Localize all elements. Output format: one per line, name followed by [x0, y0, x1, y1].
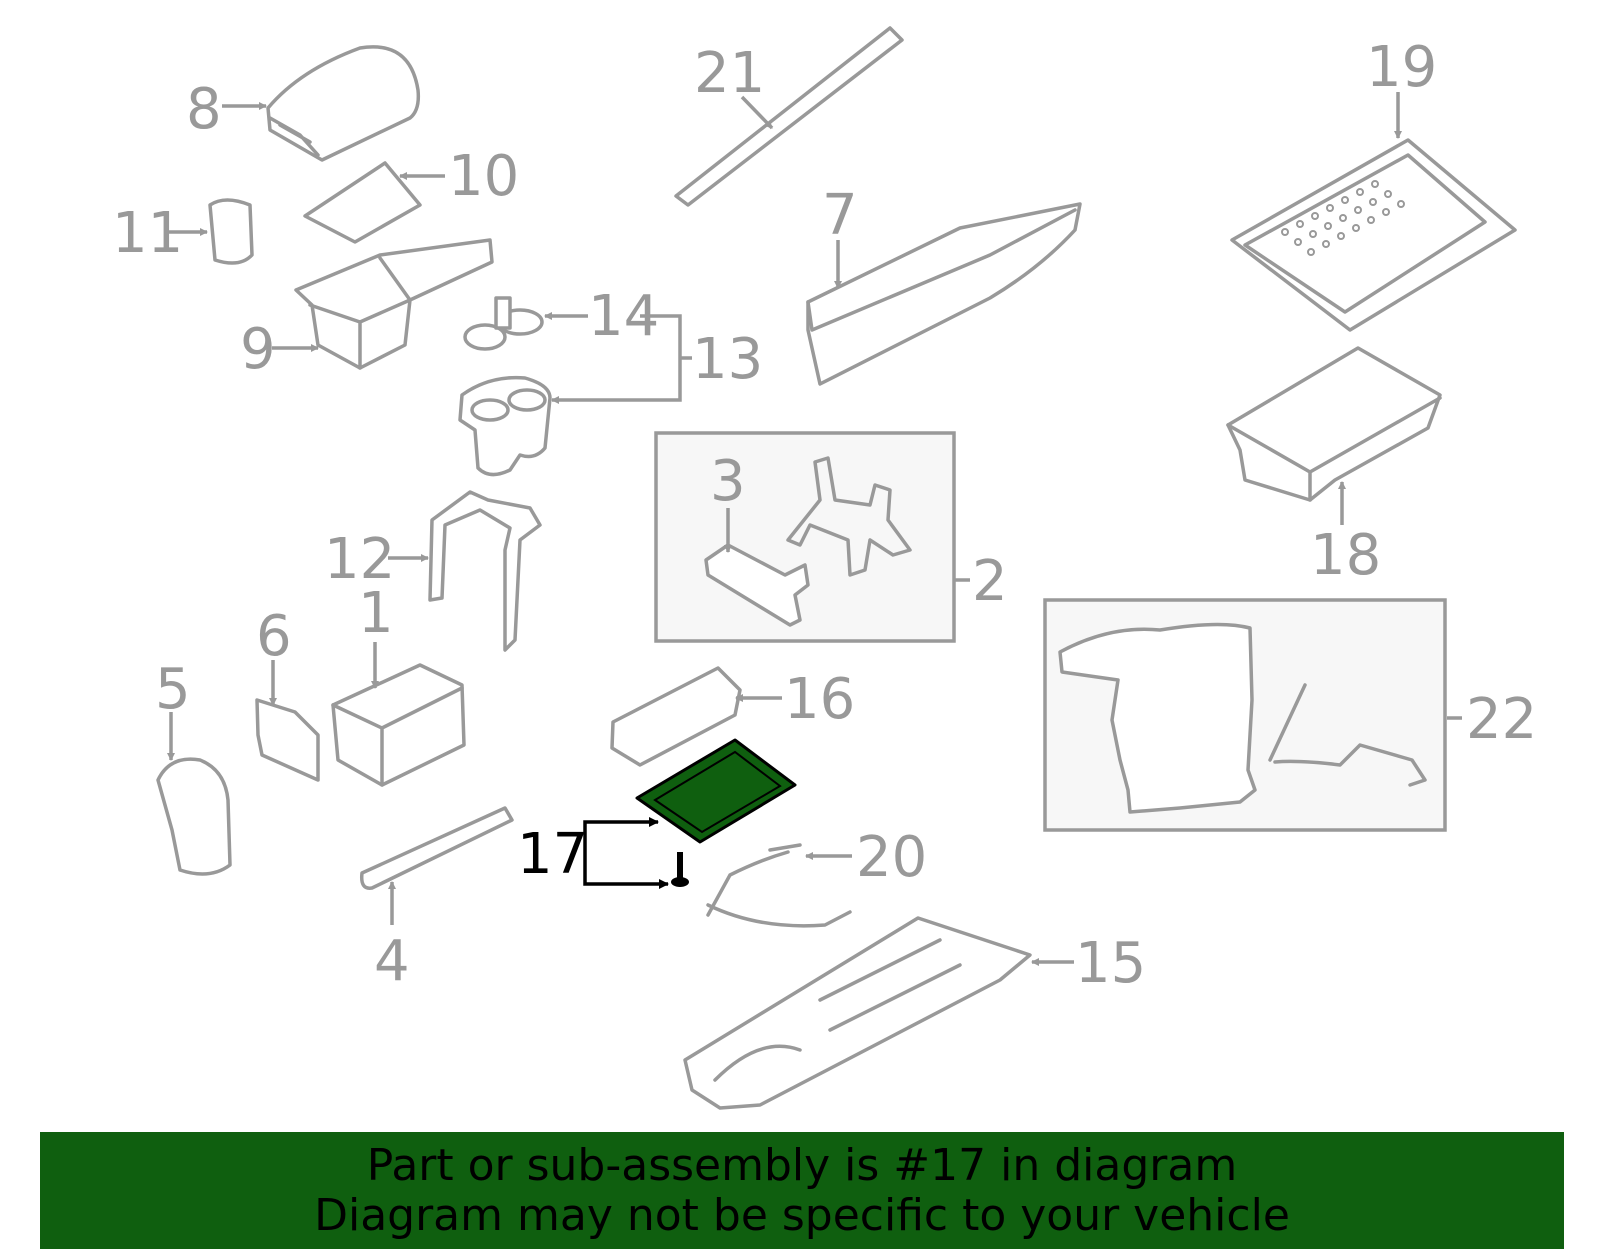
part-13-cup-holder: [458, 375, 552, 477]
part-21-trim-strip: [674, 26, 904, 207]
part-11-latch: [208, 198, 254, 265]
part-12-bracket: [428, 490, 542, 652]
part-2-bracket: [786, 456, 912, 577]
part-16-switch-panel: [610, 666, 742, 767]
label-part-12: 12: [324, 527, 395, 592]
label-part-20: 20: [856, 825, 927, 890]
part-19-tray-mat: [1230, 138, 1517, 332]
label-part-18: 18: [1310, 523, 1381, 588]
label-part-22: 22: [1466, 687, 1537, 752]
info-banner: Part or sub-assembly is #17 in diagram D…: [40, 1132, 1564, 1249]
label-part-4: 4: [374, 929, 410, 994]
banner-line-2: Diagram may not be specific to your vehi…: [314, 1190, 1290, 1241]
part-9-storage-bin: [294, 238, 494, 370]
label-part-8: 8: [186, 77, 222, 142]
part-14-cup-insert: [463, 296, 544, 351]
part-17-highlighted: [635, 738, 797, 887]
label-part-11: 11: [112, 201, 183, 266]
part-22-parking-brake: [1058, 622, 1427, 814]
label-part-10: 10: [448, 144, 519, 209]
part-1-console-box: [331, 663, 466, 787]
label-part-14: 14: [588, 284, 659, 349]
part-20-wire-harness: [706, 843, 852, 928]
label-part-15: 15: [1075, 931, 1146, 996]
part-8-armrest-lid: [266, 45, 421, 162]
label-part-7: 7: [822, 183, 858, 248]
label-part-3: 3: [710, 449, 746, 514]
leader-lines: [166, 92, 1462, 966]
part-10-pad: [303, 161, 422, 244]
banner-line-1: Part or sub-assembly is #17 in diagram: [366, 1140, 1238, 1191]
part-18-tray: [1226, 346, 1442, 502]
part-6-bracket: [255, 698, 320, 782]
label-part-5: 5: [155, 657, 191, 722]
part-15-console-base: [683, 916, 1032, 1110]
part-4-trim-strip: [359, 806, 514, 890]
part-3-bracket: [704, 543, 810, 627]
part-5-shift-knob: [156, 757, 232, 876]
label-part-13: 13: [692, 327, 763, 392]
label-part-17: 17: [517, 822, 588, 887]
label-part-9: 9: [240, 317, 276, 382]
label-part-19: 19: [1366, 35, 1437, 100]
label-part-1: 1: [358, 581, 394, 646]
label-part-21: 21: [694, 41, 765, 106]
label-part-6: 6: [256, 604, 292, 669]
label-part-2: 2: [972, 549, 1008, 614]
label-part-16: 16: [784, 667, 855, 732]
part-7-side-panel: [806, 202, 1082, 386]
